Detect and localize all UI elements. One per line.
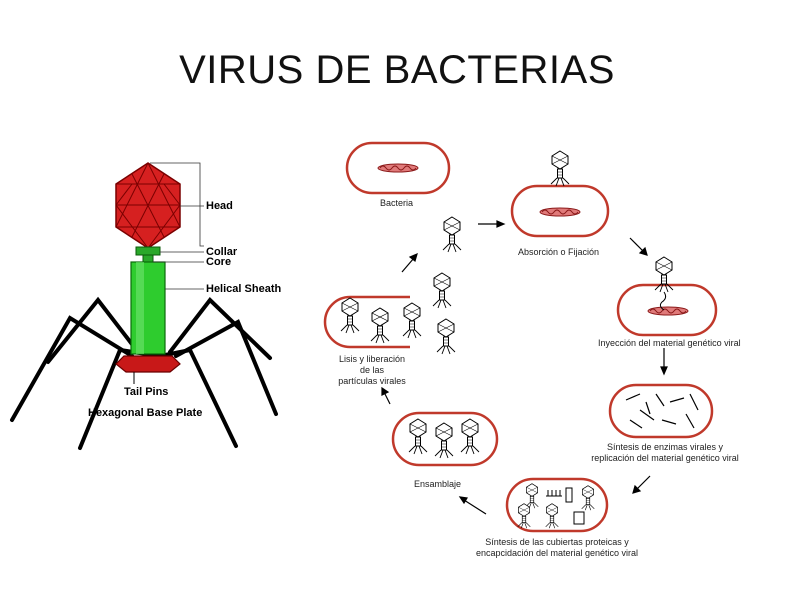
caption-ensamblaje: Ensamblaje xyxy=(414,479,462,489)
phage-collar xyxy=(135,246,161,256)
viral-fragments xyxy=(625,393,699,429)
caption-lisis-line3: partículas virales xyxy=(338,376,406,386)
cell-sintesis-enzimas xyxy=(608,383,714,439)
label-base-plate: Hexagonal Base Plate xyxy=(88,407,203,419)
caption-lisis-line2: de las xyxy=(359,365,385,375)
caption-sintesis-line2: replicación del material genético viral xyxy=(591,453,739,463)
phage-illustration xyxy=(10,162,278,450)
label-head: Head xyxy=(206,200,233,212)
caption-sintesis-line1: Síntesis de enzimas virales y xyxy=(606,442,724,452)
phage-base-plate xyxy=(115,355,181,373)
page-title: VIRUS DE BACTERIAS xyxy=(179,48,615,92)
caption-absorcion: Absorción o Fijación xyxy=(518,247,600,257)
label-leaders xyxy=(150,162,204,290)
caption-lisis: Lisis y liberación de las partículas vir… xyxy=(322,354,422,387)
cycle-arrows xyxy=(381,220,668,515)
label-tail-pins: Tail Pins xyxy=(124,386,169,398)
caption-inyeccion: Inyección del material genético viral xyxy=(598,338,741,348)
label-helical-sheath: Helical Sheath xyxy=(206,283,282,295)
caption-cubiertas-line1: Síntesis de las cubiertas proteicas y xyxy=(485,537,629,547)
label-collar: Collar xyxy=(206,246,238,258)
caption-lisis-line1: Lisis y liberación xyxy=(338,354,406,364)
phage-head xyxy=(115,162,181,249)
label-core: Core xyxy=(206,256,232,268)
caption-cubiertas: Síntesis de las cubiertas proteicas y en… xyxy=(462,537,652,559)
caption-cubiertas-line2: encapcidación del material genético vira… xyxy=(475,548,639,558)
caption-sintesis-enzimas: Síntesis de enzimas virales y replicació… xyxy=(580,442,750,464)
cell-lisis xyxy=(323,295,410,349)
caption-bacteria: Bacteria xyxy=(380,198,414,208)
lytic-cycle xyxy=(323,141,718,533)
